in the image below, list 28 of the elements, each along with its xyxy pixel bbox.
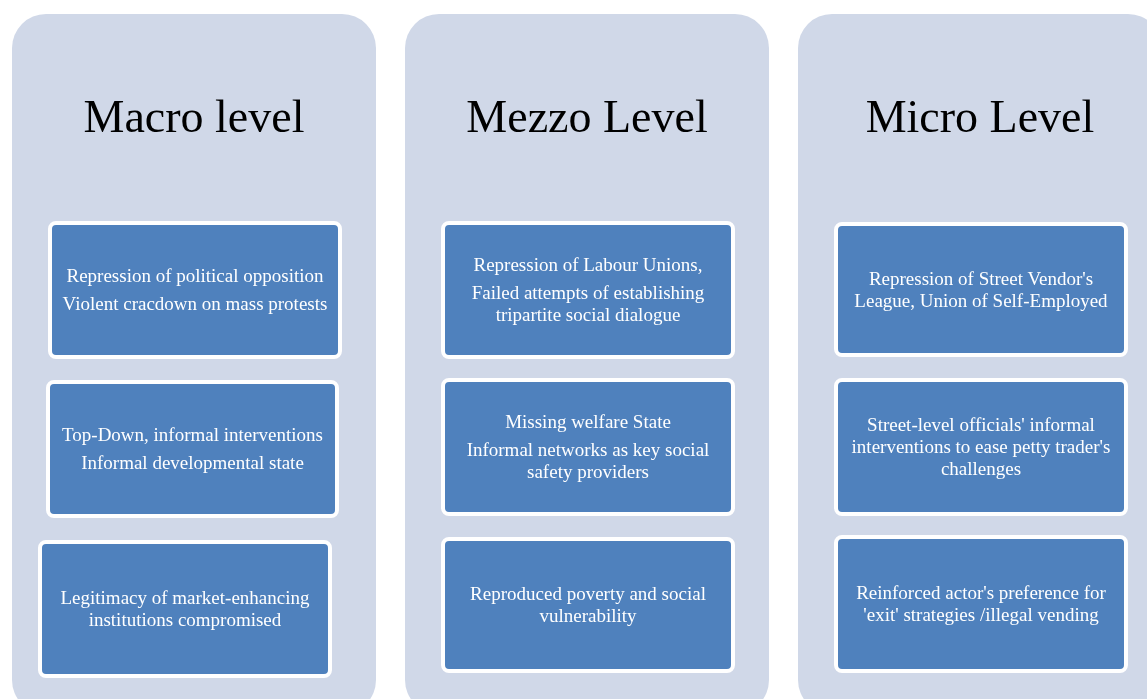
box-text: Top-Down, informal interventions	[62, 424, 323, 446]
box-text: Repression of Street Vendor's League, Union of Self-Employed	[853, 267, 1109, 312]
text-box	[48, 221, 342, 359]
text-box	[834, 535, 1128, 673]
column-panel	[12, 14, 376, 699]
box-text: Legitimacy of market-enhancing institutions compromised	[59, 587, 311, 631]
box-text: Repression of Labour Unions,	[473, 254, 703, 276]
box-text: Street-level officials' informal interventions to ease petty trader's challenges	[850, 414, 1112, 480]
column-heading: Mezzo Level	[465, 90, 709, 143]
box-text: Missing welfare State	[505, 411, 671, 433]
text-box	[441, 378, 735, 516]
box-text: Informal networks as key social safety providers	[465, 439, 711, 483]
text-box	[441, 221, 735, 359]
box-text: Violent cracdown on mass protests	[62, 293, 328, 315]
box-text: Reproduced poverty and social vulnerability	[469, 583, 707, 627]
text-box	[834, 378, 1128, 516]
text-box	[46, 380, 339, 518]
column-heading: Macro level	[82, 90, 306, 143]
box-text: Repression of political opposition	[66, 265, 324, 287]
text-box	[38, 540, 332, 678]
text-box	[834, 222, 1128, 357]
column-panel	[405, 14, 769, 699]
box-text: Informal developmental state	[81, 452, 304, 474]
text-box	[441, 537, 735, 673]
box-text: Reinforced actor's preference for 'exit' strategies /illegal vending	[855, 582, 1107, 626]
box-text: Failed attempts of establishing tripartite social dialogue	[470, 282, 706, 326]
column-panel	[798, 14, 1147, 699]
column-heading: Micro Level	[864, 90, 1096, 143]
